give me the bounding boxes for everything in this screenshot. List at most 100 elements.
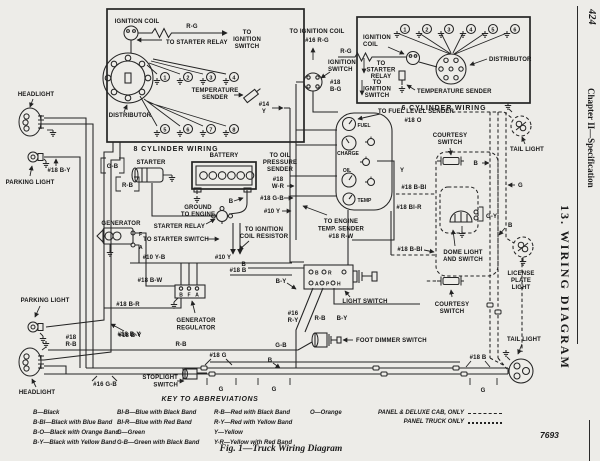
regulator-terminal-f: F [187,293,190,299]
key-item: O—Orange [310,410,342,416]
figure-caption: Fig. 1—Truck Wiring Diagram [219,444,343,454]
wire-10yb-label: #10 Y-B [143,255,166,261]
generator-terminal-f: F [139,232,142,238]
wiring-lines [43,81,509,375]
svg-text:8: 8 [232,127,235,133]
ignition-coil-label: IGNITION COIL [115,19,160,25]
wire-y-label: Y [400,168,404,174]
tail-light-bottom: TAIL LIGHT [502,337,541,384]
wire-gb-dimmer-label: G-B [275,343,287,349]
svg-text:3: 3 [209,75,212,81]
margin-rule-bottom [589,420,591,461]
parking-light-bottom-label: PARKING LIGHT [21,298,70,304]
to-starter-relay-label: TO STARTER RELAY [166,40,228,46]
starter-relay [210,205,234,224]
key-column-4: O—Orange [310,408,342,418]
foot-dimmer-switch [311,332,342,348]
ignition-coil-6 [405,50,421,66]
distributor-8 [102,52,154,104]
spark-plugs-8: 1 2 3 4 5 6 7 8 [139,58,240,137]
light-switch-terminal-a: A [315,282,319,288]
wire-18blr-label: #18 Bl-R [396,205,422,211]
generator-regulator: B F A [170,284,206,309]
gauge-charge-label: CHARGE [337,151,359,157]
svg-text:1: 1 [403,27,406,33]
to-fuel-level-sender-label: TO FUEL LEVEL SENDER [378,109,455,115]
six-cylinder-title: 6 CYLINDER WIRING [402,105,487,112]
svg-text:2: 2 [186,75,189,81]
dashed-line-sample [468,413,502,414]
wire-16gb-label: #16 G-B [93,382,117,388]
key-item: G-B—Green with Black Band [117,440,200,446]
instrument-cluster: FUEL CHARGE OIL TEMP [335,112,393,211]
wire-18gb-label: #18 G-B [260,196,284,202]
key-item: R-Y—Red with Yellow Band [214,420,293,426]
wire-g-brackets: G G [206,378,291,393]
svg-text:5: 5 [163,127,166,133]
wiring-lines-dashed [391,111,523,370]
svg-text:7: 7 [209,127,212,133]
ignition-switch [303,72,323,92]
tail-light-bottom-label: TAIL LIGHT [507,337,541,343]
legend-dashed-row: PANEL & DELUXE CAB, ONLY [330,409,502,418]
wire-18by-label: #18 B-Y [47,168,70,174]
eight-cylinder-title: 8 CYLINDER WIRING [134,146,219,153]
page-number: 424 [586,9,597,25]
wire-10y-label: #10 Y [215,255,231,261]
spark-plugs-6: 1 2 3 4 5 6 [393,23,521,55]
key-item: B—Black [33,410,60,416]
wire-b-dimmer-label: B [268,358,273,364]
svg-text:4: 4 [469,27,473,33]
wire-b-battery-label: B [229,199,234,205]
distributor-label: DISTRIBUTOR [109,113,152,119]
wire-18by-lower2-label: #18 B-Y [117,332,140,338]
legend-dotted-row: PANEL TRUCK ONLY [330,418,502,427]
to-ignition-coil-label: TO IGNITION COIL [290,29,345,35]
parking-light-top: PARKING LIGHT #18 B-Y [6,151,70,186]
regulator-terminal-a: A [195,293,199,299]
tail-light-top-label: TAIL LIGHT [510,147,544,153]
wire-by-lightswitch-label: B-Y [276,279,287,285]
legend-dashed-label: PANEL & DELUXE CAB, ONLY [377,410,464,416]
figure-number: 7693 [540,430,559,440]
gauge-oil-label: OIL [343,168,351,174]
legend-dotted-label: PANEL TRUCK ONLY [403,419,464,425]
wire-gy-label: G-Y [486,214,497,220]
wire-18bbl-upper-label: #18 B-Bl [401,185,426,191]
starter-relay-label: STARTER RELAY [154,224,205,230]
wire-18bbl-lower-label: #18 B-Bl [397,247,422,253]
wire-18bw-label: #18 B-W [138,278,163,284]
line-style-legend: PANEL & DELUXE CAB, ONLY PANEL TRUCK ONL… [330,409,502,427]
wire-g-right-label: G [518,183,523,189]
wire-18by-lower-label: #18 B-Y [118,333,141,339]
light-switch-terminal-p: P [326,282,330,288]
light-switch-terminal-h: H [337,282,341,288]
key-item: Y-R—Yellow with Red Band [214,440,293,446]
svg-text:6: 6 [513,27,516,33]
wire-rb-lower-label: R-B [175,342,187,348]
distributor-6 [435,53,467,85]
gauge-temp-label: TEMP [358,198,373,204]
margin-rule [577,6,579,344]
wire-18g-label: #18 G [209,353,226,359]
key-item: Y—Yellow [214,430,243,436]
wire-rb-lightswitch-label: R-B [314,316,326,322]
key-item: Bl-R—Blue with Red Band [117,420,192,426]
wire-gb-label: G-B [107,164,119,170]
